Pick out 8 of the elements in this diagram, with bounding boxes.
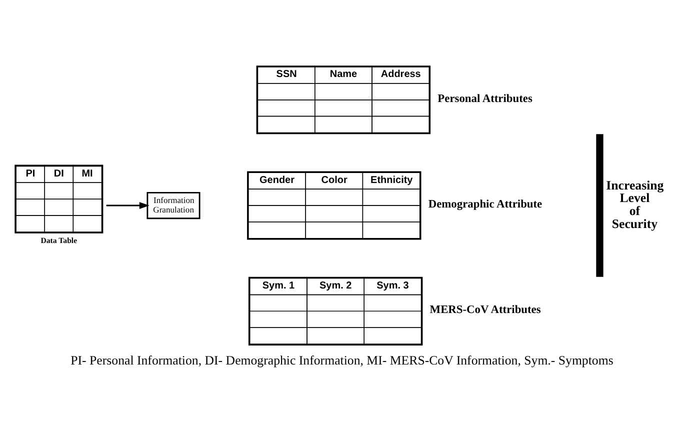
arrow: [106, 202, 150, 210]
node-box: Information Granulation: [146, 192, 200, 220]
node-label: Data Table: [40, 236, 78, 246]
caption: PI- Personal Information, DI- Demographic Information, MI- MERS-CoV Information, Sym.- Symptoms: [70, 353, 614, 368]
node-label: Demographic Attribute: [428, 198, 542, 211]
label: Increasing Level of Security: [606, 178, 664, 231]
node-label: MERS-CoV Attributes: [430, 304, 541, 316]
node-label: Personal Attributes: [438, 92, 532, 105]
